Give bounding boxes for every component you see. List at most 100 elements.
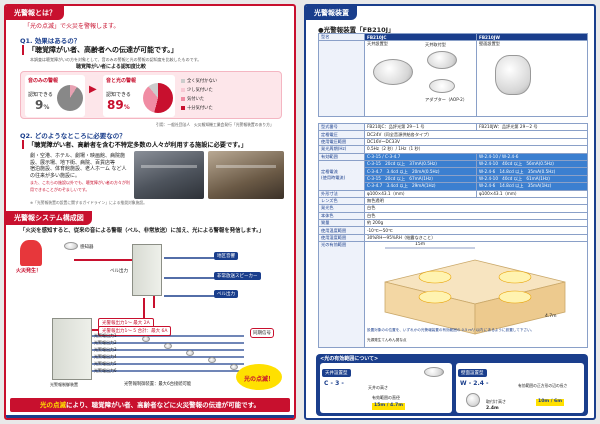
footer-text: により、聴覚障がい者、高齢者などに火災警報の伝達が可能です。 <box>66 401 260 409</box>
wall-device-image <box>495 55 531 96</box>
w-row: W-2.4-6 14.8cd 以上 35mA(1Hz) <box>476 182 588 191</box>
fire-bell-label: 地区音響 <box>214 252 238 260</box>
w-row: W-2.4-10 40cd 以上 56mA(0.5Hz) <box>476 159 588 169</box>
q2-footnote: ※「光警報装置の設置に関するガイドライン」による推奨対象施設。 <box>30 200 147 205</box>
legend-item: 気付いた <box>181 96 204 102</box>
type-c-label: 天井設置型 <box>367 41 388 47</box>
diagram-note: 設置対象のの位置を、いずれかの光警報装置の有効範囲の 0.5 m²/ 以内 にあ… <box>367 328 535 333</box>
range-diagram <box>384 247 566 335</box>
panel-bell-label: ベル出力 <box>214 290 238 298</box>
chart-sound-light: 音と光の警報 認知できる 89% <box>103 75 175 117</box>
wall-height-value: 2.4m <box>486 406 499 411</box>
survey-subtitle: 聴覚障がい者による認知度比較 <box>76 64 146 70</box>
section-tab-device: 光警報装置 <box>306 6 357 20</box>
type-w-label: 壁面設置型 <box>479 41 500 47</box>
output-badge-2: 光警報出力1～ 5 合計：最大 6A <box>98 326 172 336</box>
fire-icon <box>20 240 42 266</box>
photo-hall <box>208 151 284 199</box>
control-cabinet <box>52 318 92 380</box>
spec-label: 使用湿度範囲 <box>318 233 365 243</box>
legend-item: 少し気付いた <box>181 87 213 93</box>
strobe-icon <box>208 357 216 363</box>
output-row: 光警報出力4 <box>94 354 117 359</box>
wall-range-label: 有効範囲の正方形の辺の長さ <box>518 383 568 388</box>
output-row: 光警報出力2 <box>94 340 117 345</box>
left-page: 光警報とは？ 「光の点滅」で火災を警報します。 Q1. 効果はあるの？ 「聴覚障… <box>4 4 296 420</box>
spec-value: DC16V～DC33V <box>364 137 588 147</box>
output-row: 光警報出力3 <box>94 347 117 352</box>
image-cell-c: 天井設置型 天井取付型 アダプター（AOP-2） <box>364 40 477 118</box>
ring1-label: 認知できる <box>28 92 53 98</box>
output-row: 光警報出力1 <box>94 333 117 338</box>
ring1-title: 音のみの警報 <box>28 78 59 84</box>
c-row: C-3-15 20cd 以上 37mA(0.5Hz) <box>364 159 477 169</box>
q2-heading: Q2. どのようなところに必要なの？ <box>20 132 126 140</box>
emergency-speaker-label: 非常放送スピーカー <box>214 272 261 280</box>
spec-label: 質量 <box>318 219 365 228</box>
diagram-note-2: 光源発生てんめん発な点 <box>367 338 407 343</box>
ring2-title: 音と光の警報 <box>106 78 137 84</box>
c-row: C-3-15 20cd 以上 67mA(1Hz) <box>364 174 477 184</box>
spec-label: 使用温度範囲 <box>318 226 365 235</box>
spec-label: レンズ色 <box>318 196 365 206</box>
bottom-rule <box>6 415 294 418</box>
dims-w: φ100×43.1（mm） <box>476 189 588 198</box>
source-text: 引用：一般社団法人 火災報知機工業会発行「光警報装置のあり方」 <box>156 122 274 127</box>
wall-device-icon <box>466 393 480 407</box>
ceiling-height-label: 天井の高さ <box>368 385 388 390</box>
ceiling-code: C - 3 - <box>324 380 344 387</box>
adaptor-image <box>429 79 455 94</box>
intro-text: 「光の点滅」で火災を警報します。 <box>24 23 120 30</box>
ring2-donut <box>143 83 173 113</box>
wall-type-badge: 壁面設置型 <box>458 369 487 377</box>
spec-label: 型式番号 <box>318 122 365 132</box>
spec-label: 発光色 <box>318 204 365 213</box>
col-header-c: FB210JC <box>364 32 477 42</box>
arrow-icon: ▶ <box>89 84 97 95</box>
w-row: W-2.4-6 14.8cd 以上 35mA(0.5Hz) <box>476 167 588 176</box>
output-row: 光警報出力6 <box>94 368 117 373</box>
q1-heading: Q1. 効果はあるの？ <box>20 37 81 45</box>
blink-burst <box>236 364 282 390</box>
spec-value: -10℃～50℃ <box>364 226 588 235</box>
ceiling-device-image <box>373 59 413 86</box>
spec-label: 本体色 <box>318 211 365 221</box>
range-box-title: <光の有効範囲について> <box>320 356 379 362</box>
current-sublabel: (使用時電流) <box>321 175 346 181</box>
right-page: 光警報装置 ●光警報装置「FB210J」 型名 FB210JC FB210JW … <box>304 4 596 420</box>
blink-label: 光の点滅！ <box>244 376 275 383</box>
ring1-percent: 9% <box>35 98 50 112</box>
footer-highlight: 光の点滅 <box>40 401 67 409</box>
q1-answer: 「聴覚障がい者、高齢者への伝達が可能です。」 <box>22 45 178 55</box>
strobe-icon <box>142 336 150 342</box>
control-cabinet-note: 光警報制御装置：最大6台接続可能 <box>124 382 192 387</box>
spec-value: 無色透明 <box>364 196 588 206</box>
current-label-cell: 定格電流(使用時電流) <box>318 159 365 191</box>
strobe-icon <box>164 343 172 349</box>
ring2-percent: 89% <box>107 98 130 112</box>
wall-height-label: 取付け高さ <box>486 399 506 404</box>
spec-label: 定格電圧 <box>318 130 365 139</box>
range-box: <光の有効範囲について> 天井設置型 C - 3 - 天井の高さ 有効範囲の直径… <box>316 354 588 416</box>
range-diagram-cell: 15m 4.7m 設置対象のの位置を、いずれかの光警報装置の有効範囲の 0.5 … <box>364 241 588 349</box>
legend-item: 十分気付いた <box>181 105 213 111</box>
ring1-donut <box>57 85 83 111</box>
option-label: 天井取付型 <box>425 42 446 48</box>
image-cell-w: 壁面設置型 <box>476 40 588 118</box>
spec-value: 30%RH～95%RH（結露なきこと） <box>364 233 588 243</box>
control-cabinet-label: 光警報制御装置 <box>50 382 78 387</box>
bell-output-label: ベル出力 <box>110 269 128 274</box>
spec-value: DC24V（同全音源供給各タイプ） <box>364 130 588 139</box>
output-row: 光警報出力5 <box>94 361 117 366</box>
spec-label: 発光周期(Hz) <box>318 145 365 154</box>
w-row: W-2.4-10 / W-2.4-6 <box>476 152 588 161</box>
detector-icon <box>64 242 78 250</box>
spec-value: 約 200g <box>364 219 588 228</box>
survey-box: 音のみの警報 認知できる 9% ▶ 音と光の警報 認知できる 89% 全く気付か… <box>20 71 282 119</box>
col-header-model: 型名 <box>318 32 365 42</box>
system-heading: 「火災を感知すると、従来の音による警報（ベル、非常放送）に加え、光による警報を発… <box>20 228 265 234</box>
sync-label: 同期信号 <box>250 328 274 338</box>
wall-range-panel: 壁面設置型 W - 2.4 - 取付け高さ 2.4m 有効範囲の正方形の辺の長さ… <box>456 363 584 413</box>
q2-body-1: 劇・空港、ホテル、劇場・映画館、病院施設、展示場、地下街、病院、百貨店等 <box>30 153 126 166</box>
ceiling-range-value: 15m / 4.7m <box>372 403 405 410</box>
